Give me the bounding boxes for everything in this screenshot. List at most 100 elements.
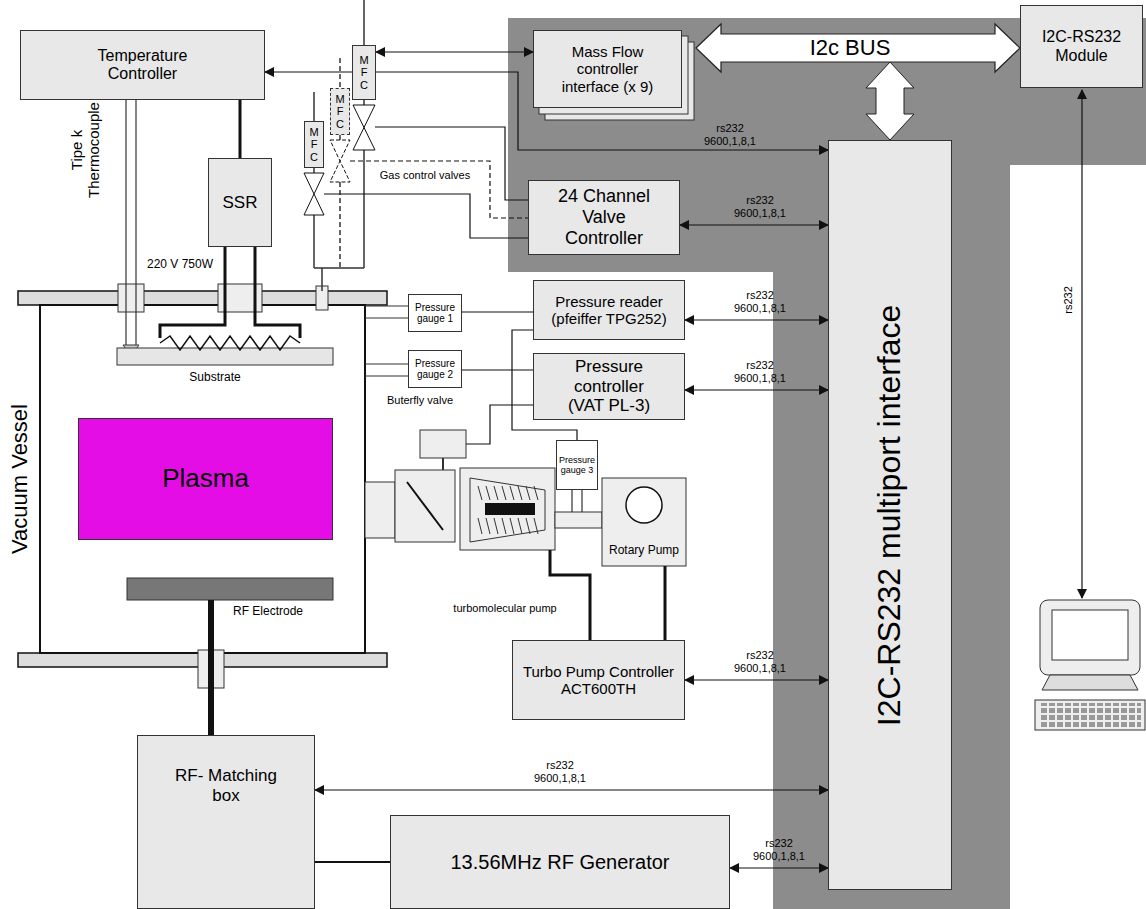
connector-line [685, 679, 828, 680]
heater-coil [160, 336, 300, 350]
mfc-box: MFC [304, 121, 324, 168]
gauge-box: Pressure gauge 2 [408, 350, 462, 388]
line-label: rs232 9600,1,8,1 [725, 194, 795, 219]
part-label: RF Electrode [233, 605, 303, 619]
gauge-port [572, 490, 582, 512]
line-label: rs232 9600,1,8,1 [744, 837, 814, 862]
connector-line [685, 319, 828, 320]
gauge-port [365, 306, 408, 376]
turbo-blade [518, 486, 522, 500]
connector-line [376, 51, 533, 52]
turbo-blade [534, 486, 538, 500]
turbo-blade [526, 518, 530, 534]
line-label: rs232 9600,1,8,1 [525, 759, 595, 784]
valve-stem [442, 458, 444, 470]
turbo-blade [478, 518, 482, 534]
node-text: RF- Matching box [166, 766, 286, 805]
computer-screen [1052, 610, 1128, 660]
node-text: Pressure reader (pfeiffer TPG252) [542, 293, 677, 328]
controller-box: Turbo Pump Controller ACT600TH [512, 640, 685, 720]
vacuum-vessel: PlasmaVacuum Vessel [18, 291, 387, 667]
controller-box: Temperature Controller [20, 30, 265, 100]
matching-box: RF- Matching box [137, 735, 315, 909]
rotary-pump: Rotary Pump [602, 478, 686, 566]
node-text: Mass Flow controller interface (x 9) [558, 43, 658, 95]
thermocouple-wire [125, 100, 126, 345]
node-text: MFC [335, 93, 346, 129]
node-text: Plasma [162, 464, 249, 494]
gas-pipe [314, 268, 364, 291]
valve-wire [375, 127, 528, 200]
connector-line [315, 789, 828, 790]
connector-line [462, 311, 533, 312]
connector-line [730, 867, 828, 868]
turbo-blade [526, 486, 530, 500]
reader-box: Pressure reader (pfeiffer TPG252) [533, 280, 685, 340]
node-text: Pressure gauge 2 [411, 358, 459, 381]
rotary-pump-body [602, 478, 686, 566]
gas-pipe [313, 168, 315, 173]
computer-monitor [1040, 600, 1140, 675]
node-text: Turbo Pump Controller ACT600TH [519, 663, 679, 698]
gas-pipe [339, 182, 341, 268]
node-text: MFC [309, 126, 320, 162]
butterfly-valve [395, 470, 455, 542]
node-text: Pressure gauge 3 [559, 455, 595, 476]
gas-valve [353, 105, 375, 150]
node-text: SSR [223, 193, 258, 213]
turbo-blade [534, 518, 538, 534]
bus-branch-arrow [866, 62, 914, 140]
turbo-blade [494, 518, 498, 534]
node-text: I2C-RS232 multiport interface [872, 304, 909, 726]
line-label: rs232 9600,1,8,1 [725, 289, 795, 314]
mfc-box: MFC [352, 45, 376, 100]
relay-box: SSR [208, 158, 272, 247]
gauge-box: Pressure gauge 3 [556, 440, 598, 490]
turbo-blade [478, 486, 482, 500]
line-label: rs232 9600,1,8,1 [725, 359, 795, 384]
control-band [508, 18, 1146, 909]
controller-box: 24 Channel Valve Controller [528, 180, 680, 255]
part-label: Substrate [189, 371, 240, 385]
connector-line [680, 224, 828, 225]
generator-box: 13.56MHz RF Generator [390, 815, 730, 909]
gas-pipe [363, 0, 365, 45]
turbo-blade [502, 486, 506, 500]
keyboard-keys [1039, 703, 1141, 727]
gas-pipe [339, 135, 341, 140]
vessel-flange [18, 291, 387, 305]
plasma-region: Plasma [78, 418, 333, 540]
rf-electrode [127, 578, 333, 600]
line-label: rs232 9600,1,8,1 [725, 649, 795, 674]
valve-actuator [420, 430, 466, 458]
butterfly-disc [407, 482, 443, 530]
node-text: Pressure gauge 1 [411, 302, 459, 325]
gas-pipe [363, 100, 365, 105]
turbo-blade [486, 518, 490, 534]
gas-valve [330, 140, 350, 182]
node-text: Vacuum Vessel [7, 404, 32, 554]
gas-pipe [313, 215, 315, 268]
connector-line [664, 566, 667, 640]
substrate [117, 348, 333, 365]
computer-keyboard [1035, 700, 1145, 730]
line-label: rs232 9600,1,8,1 [695, 122, 765, 147]
gauge-box: Pressure gauge 1 [408, 294, 462, 332]
interface-box: Mass Flow controller interface (x 9) [533, 30, 682, 108]
turbo-blade [502, 518, 506, 534]
turbo-blade [510, 486, 514, 500]
part-label: turbomolecular pump [453, 602, 556, 615]
gas-pipe [313, 92, 315, 121]
node-text: Pressure controller (VAT PL-3) [557, 357, 662, 416]
connector-line [315, 861, 390, 863]
node-text: MFC [359, 54, 370, 90]
bus-arrow [696, 24, 1020, 72]
valve-label: Gas control valves [380, 169, 470, 182]
turbo-blade [494, 486, 498, 500]
controller-box: Pressure controller (VAT PL-3) [533, 353, 685, 420]
interface-column: I2C-RS232 multiport interface [828, 140, 952, 890]
turbo-shaft [485, 503, 535, 515]
valve-label: Buterfly valve [387, 394, 453, 407]
connector-line [462, 369, 533, 370]
